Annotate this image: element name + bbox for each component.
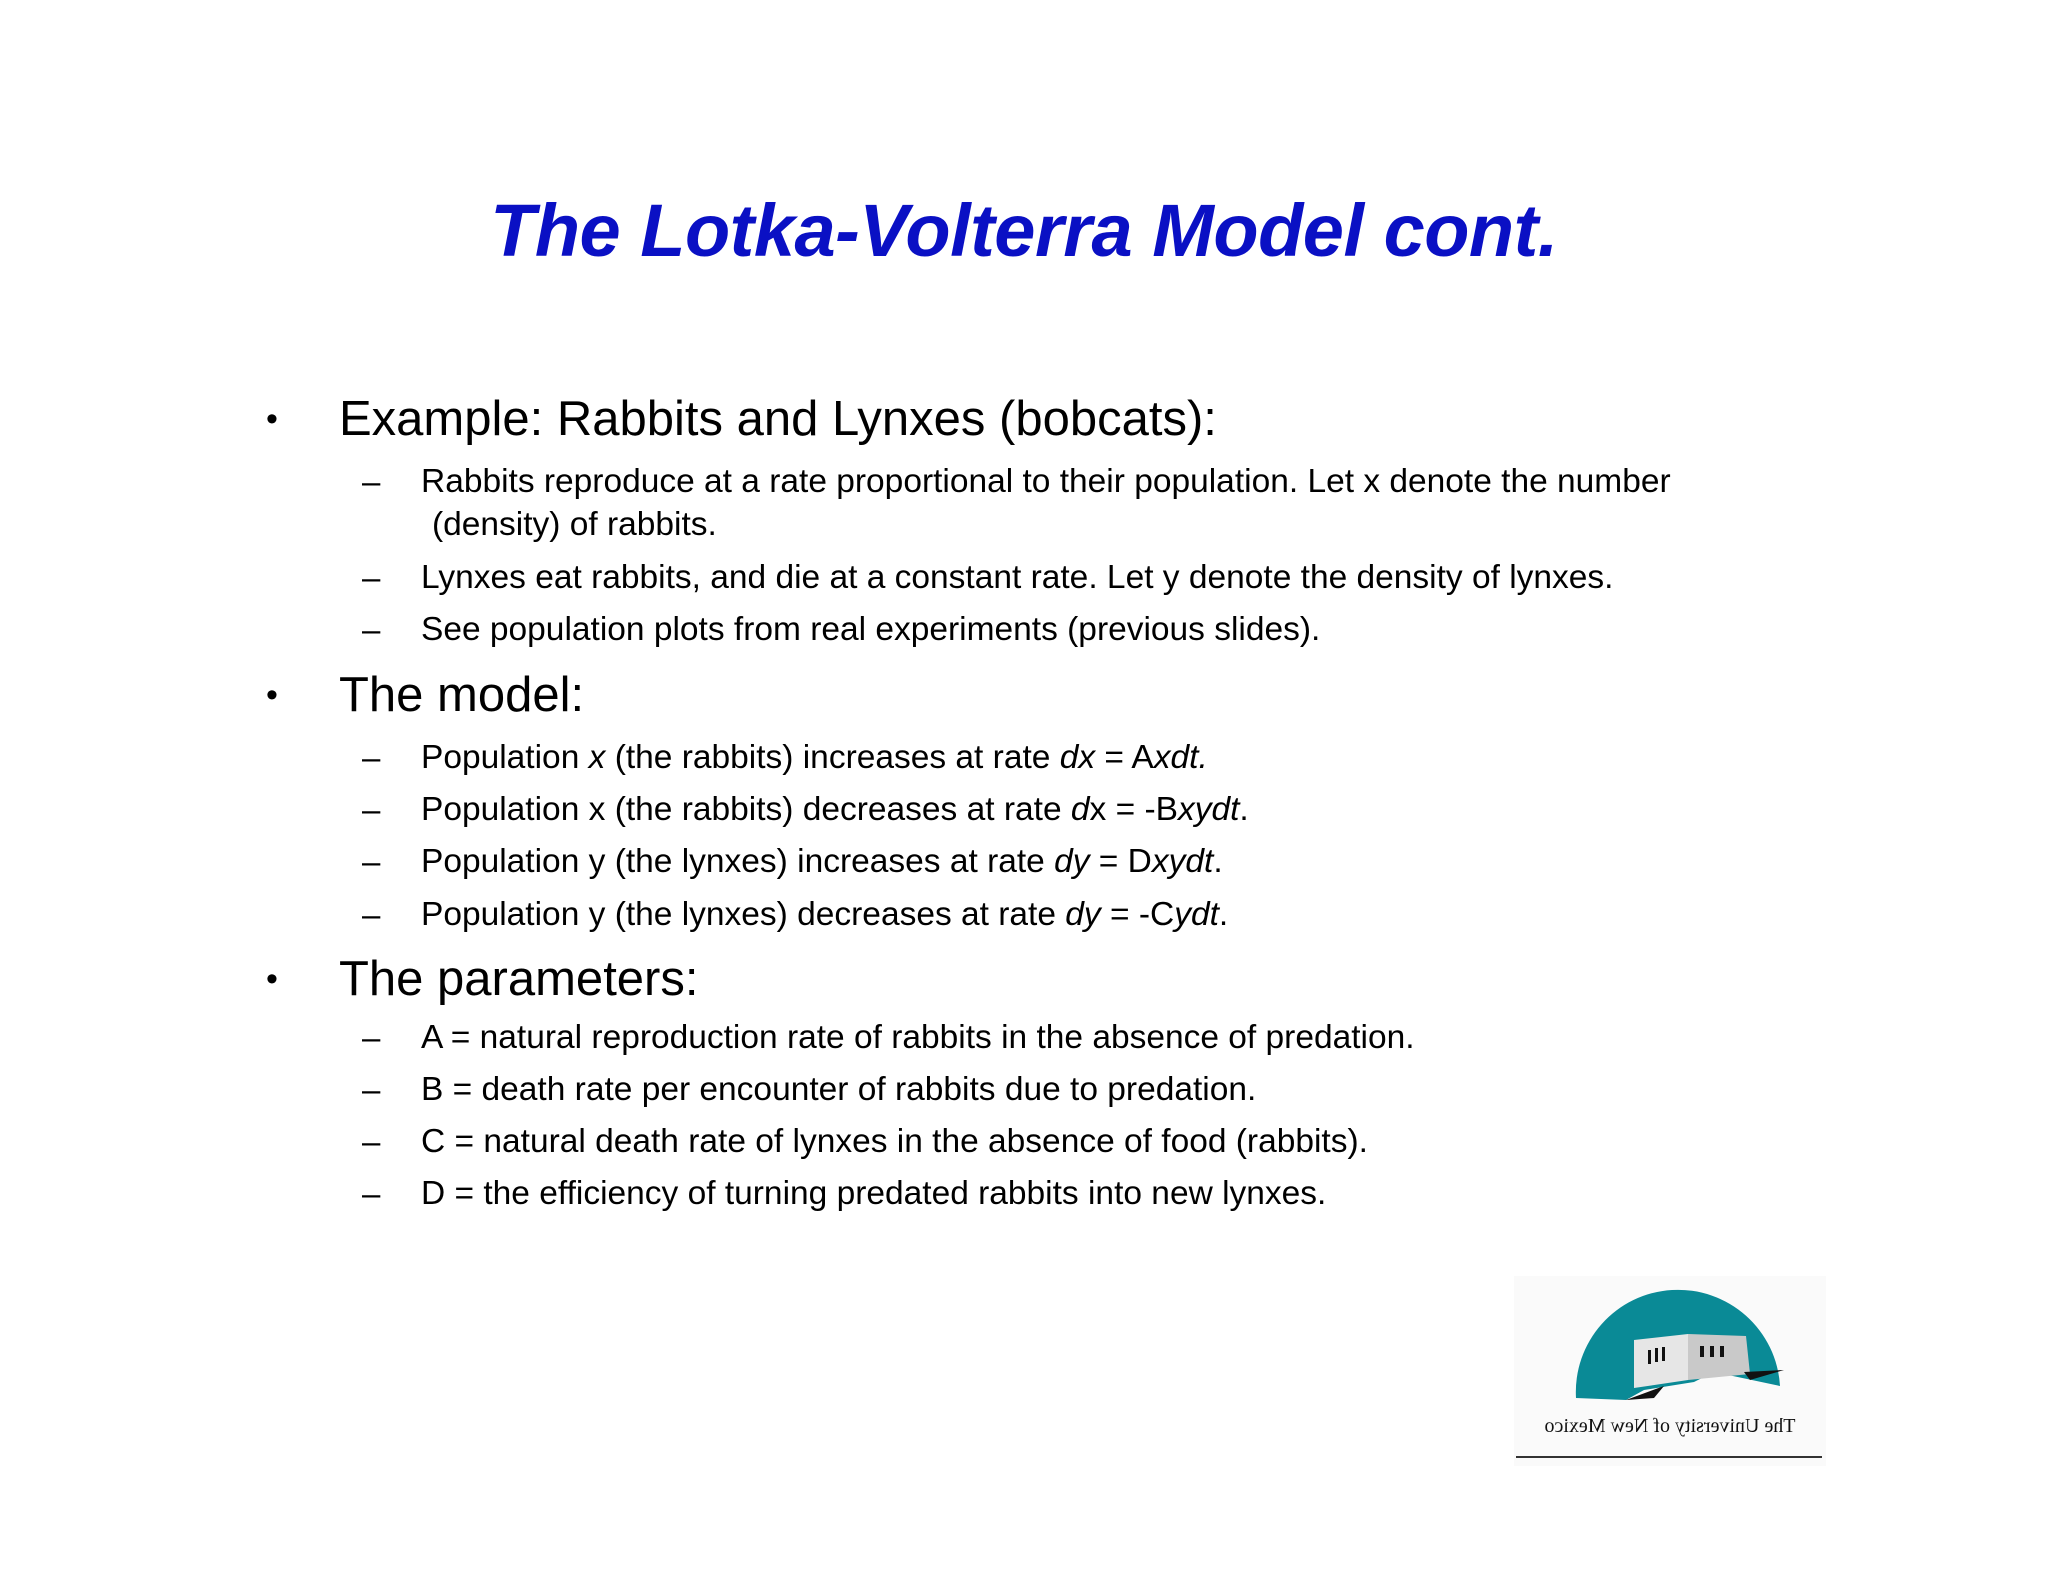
bullet-marker: • (266, 400, 278, 438)
sub-bullet-rabbits-reproduce-continued: (density) of rabbits. (432, 506, 717, 543)
sub-bullet-lynxes-decrease: Population y (the lynxes) decreases at r… (421, 893, 1228, 937)
equation-text: = -C (1100, 896, 1175, 933)
bullet-model-heading: The model: (339, 668, 585, 722)
dash-marker: – (362, 1123, 381, 1160)
equation-text: (the rabbits) increases at rate (605, 739, 1060, 776)
sub-bullet-rabbits-increase: Population x (the rabbits) increases at … (421, 736, 1208, 780)
logo-emblem-icon (1575, 1289, 1784, 1400)
sub-bullet-population-plots: See population plots from real experimen… (421, 611, 1321, 648)
bullet-marker: • (266, 960, 278, 998)
equation-differential: d (1070, 791, 1090, 828)
equation-variable: x (588, 739, 606, 776)
equation-differential: dx (1059, 739, 1096, 776)
bullet-example-heading: Example: Rabbits and Lynxes (bobcats): (339, 392, 1217, 446)
dash-marker: – (362, 739, 381, 776)
dash-marker: – (362, 559, 381, 596)
sub-bullet-parameter-c: C = natural death rate of lynxes in the … (421, 1123, 1368, 1160)
equation-text: . (1218, 896, 1229, 933)
dash-marker: – (362, 611, 381, 648)
equation-text: . (1213, 843, 1223, 880)
equation-text: = A (1095, 739, 1154, 776)
sub-bullet-parameter-b: B = death rate per encounter of rabbits … (421, 1071, 1257, 1108)
dash-marker: – (362, 896, 381, 933)
university-logo: The University of New Mexico (1514, 1276, 1826, 1466)
sub-bullet-parameter-d: D = the efficiency of turning predated r… (421, 1175, 1327, 1212)
dash-marker: – (362, 1019, 381, 1056)
logo-underline (1516, 1456, 1822, 1458)
dash-marker: – (362, 1175, 381, 1212)
equation-text: Population (421, 739, 589, 776)
equation-text: Population y (the lynxes) increases at r… (421, 843, 1055, 880)
equation-text: = D (1089, 843, 1152, 880)
sub-bullet-lynxes-increase: Population y (the lynxes) increases at r… (421, 840, 1223, 884)
dash-marker: – (362, 843, 381, 880)
equation-text: Population y (the lynxes) decreases at r… (421, 896, 1066, 933)
equation-differential: dy (1054, 843, 1090, 880)
bullet-marker: • (266, 676, 278, 714)
equation-text: . (1239, 791, 1249, 828)
sub-bullet-rabbits-reproduce: Rabbits reproduce at a rate proportional… (421, 463, 1671, 500)
dash-marker: – (362, 791, 381, 828)
slide-title: The Lotka-Volterra Model cont. (490, 189, 1558, 272)
sub-bullet-rabbits-decrease: Population x (the rabbits) decreases at … (421, 788, 1249, 832)
sub-bullet-lynxes-eat: Lynxes eat rabbits, and die at a constan… (421, 559, 1614, 596)
bullet-parameters-heading: The parameters: (339, 952, 699, 1006)
equation-term: ydt (1174, 896, 1219, 933)
equation-term: xydt (1177, 791, 1240, 828)
logo-caption: The University of New Mexico (1544, 1415, 1796, 1437)
dash-marker: – (362, 1071, 381, 1108)
dash-marker: – (362, 463, 381, 500)
equation-differential: dy (1065, 896, 1101, 933)
equation-text: Population x (the rabbits) decreases at … (421, 791, 1071, 828)
equation-term: xdt. (1153, 739, 1208, 776)
sub-bullet-parameter-a: A = natural reproduction rate of rabbits… (421, 1019, 1415, 1056)
equation-term: xydt (1151, 843, 1214, 880)
equation-text: x = -B (1089, 791, 1178, 828)
